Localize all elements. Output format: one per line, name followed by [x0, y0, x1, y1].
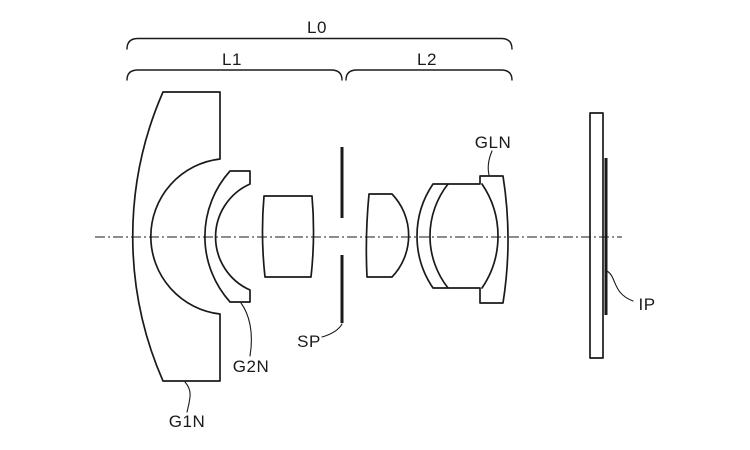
lens-g1n-outline: [131, 91, 221, 382]
bracket-l0: [126, 37, 513, 50]
label-l0: L0: [307, 18, 327, 37]
label-l1: L1: [222, 50, 242, 69]
label-l2: L2: [417, 50, 437, 69]
label-sp: SP: [297, 332, 321, 351]
bracket-l2: [345, 69, 513, 81]
cemented-surface-2-gln-front: [481, 183, 499, 289]
cemented-group-outline: [416, 175, 509, 304]
label-gln: GLN: [475, 133, 511, 152]
leader-sp: [321, 323, 343, 338]
leader-g2n: [240, 302, 252, 357]
leader-gln: [487, 150, 493, 176]
leader-g1n: [184, 381, 191, 413]
label-g1n: G1N: [169, 412, 205, 431]
lens-g2n-outline: [204, 170, 251, 303]
label-g2n: G2N: [233, 357, 269, 376]
label-ip: IP: [638, 295, 655, 314]
cemented-surface-1: [429, 183, 449, 289]
leader-ip: [606, 270, 634, 302]
lens-element-3-outline: [261, 195, 315, 278]
bracket-l1: [126, 69, 343, 81]
lens-element-4-outline: [365, 193, 410, 278]
filter-block: [589, 112, 604, 359]
